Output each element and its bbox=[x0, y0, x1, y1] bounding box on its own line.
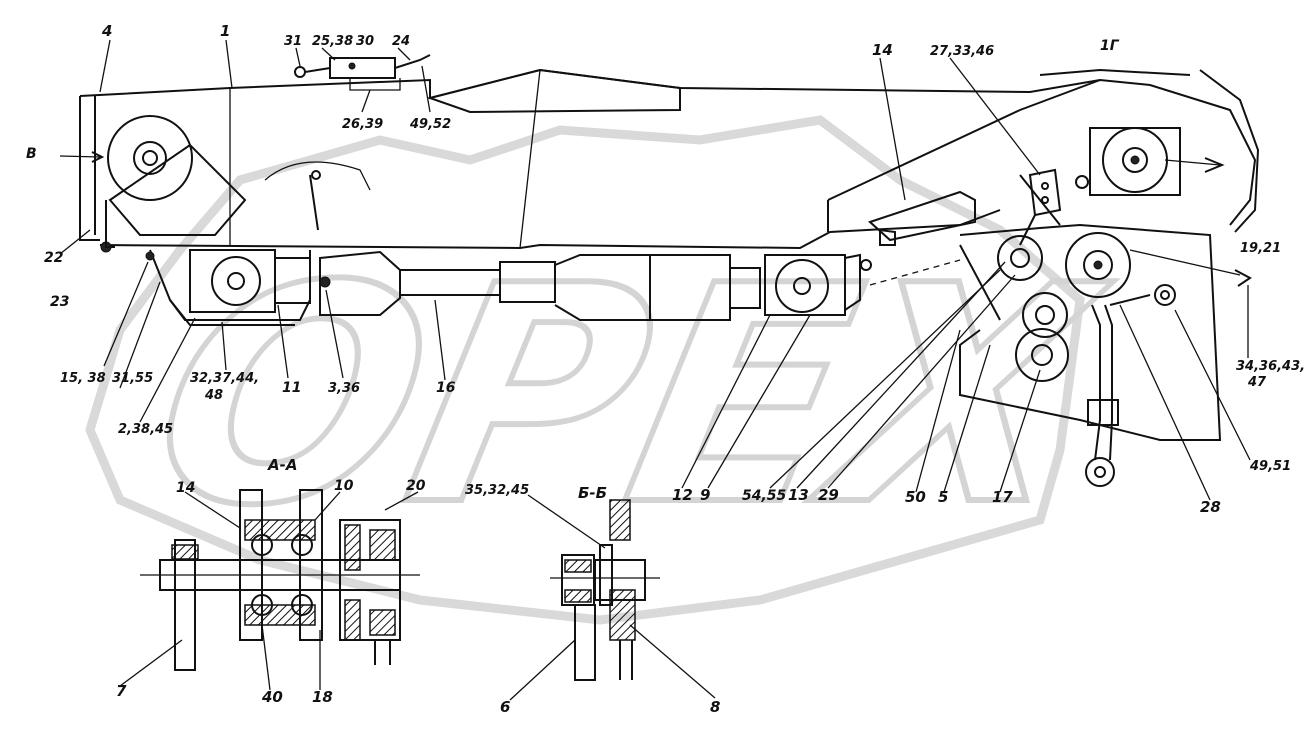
label-14-aa: 14 bbox=[176, 480, 195, 496]
label-11: 11 bbox=[282, 380, 301, 396]
arrow-b-label: В bbox=[26, 146, 37, 162]
label-12: 12 bbox=[672, 486, 693, 504]
label-9: 9 bbox=[700, 486, 710, 504]
label-50: 50 bbox=[905, 488, 926, 506]
label-35-32-45: 35,32,45 bbox=[465, 483, 529, 498]
label-17: 17 bbox=[992, 488, 1013, 506]
section-b-b bbox=[550, 499, 660, 681]
label-49-51: 49,51 bbox=[1249, 459, 1291, 474]
label-15-38: 15, 38 bbox=[60, 371, 106, 386]
section-g-marker: 1Г bbox=[1100, 38, 1120, 54]
label-6: 6 bbox=[500, 698, 510, 716]
label-31-55: 31,55 bbox=[112, 371, 153, 386]
section-a-a bbox=[140, 489, 420, 671]
label-47: 47 bbox=[1247, 375, 1267, 390]
label-20: 20 bbox=[406, 478, 426, 494]
label-5: 5 bbox=[938, 488, 948, 506]
label-23: 23 bbox=[50, 294, 69, 310]
leader-lines bbox=[59, 39, 1251, 701]
label-7: 7 bbox=[116, 682, 127, 700]
callout-labels: 4 1 31 25,38 30 24 26,39 49,52 14 27,33,… bbox=[26, 22, 1305, 716]
label-22: 22 bbox=[44, 250, 63, 266]
label-18: 18 bbox=[312, 688, 333, 706]
section-a-a-title: А-А bbox=[267, 456, 297, 474]
upper-boom bbox=[59, 54, 1260, 253]
label-54-55: 54,55 bbox=[742, 488, 787, 504]
label-48: 48 bbox=[204, 388, 223, 403]
label-30: 30 bbox=[356, 34, 374, 49]
label-16: 16 bbox=[436, 380, 456, 396]
label-2-38-45: 2,38,45 bbox=[118, 422, 173, 437]
label-31: 31 bbox=[284, 34, 302, 49]
label-29: 29 bbox=[818, 486, 839, 504]
label-49-52: 49,52 bbox=[409, 117, 451, 132]
label-34-36-43: 34,36,43, bbox=[1236, 359, 1305, 374]
label-13: 13 bbox=[788, 486, 809, 504]
lower-drive-shaft bbox=[145, 249, 961, 326]
label-28: 28 bbox=[1200, 498, 1221, 516]
label-27-33-46: 27,33,46 bbox=[930, 44, 994, 59]
label-8: 8 bbox=[710, 698, 720, 716]
label-3-36: 3,36 bbox=[328, 381, 360, 396]
label-25-38: 25,38 bbox=[312, 34, 353, 49]
right-gearbox bbox=[959, 174, 1252, 487]
section-b-b-title: Б-Б bbox=[578, 484, 607, 502]
label-32-37-44: 32,37,44, bbox=[190, 371, 259, 386]
label-40: 40 bbox=[261, 688, 283, 706]
label-4: 4 bbox=[101, 22, 112, 40]
label-10-aa: 10 bbox=[334, 478, 354, 494]
label-19-21: 19,21 bbox=[1240, 241, 1281, 256]
label-1: 1 bbox=[220, 22, 230, 40]
label-14: 14 bbox=[872, 41, 893, 59]
label-24: 24 bbox=[392, 34, 410, 49]
label-26-39: 26,39 bbox=[342, 117, 383, 132]
